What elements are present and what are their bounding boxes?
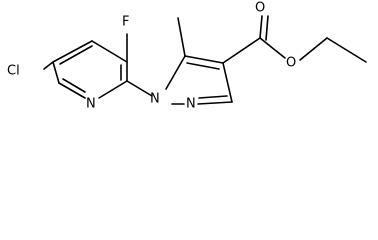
- bond-c5-cl: [43, 61, 54, 70]
- pyridine-ring: [52, 40, 128, 99]
- bond-carbonyl-o-ester: [259, 37, 286, 59]
- bond-c5-methyl: [177, 17, 186, 57]
- chemical-structure: Cl F N N N O O: [7, 1, 367, 112]
- atom-label-n2-pyrazole: N: [186, 97, 196, 112]
- bond-c3-n2-inner: [198, 95, 228, 99]
- bond-c2-n1: [126, 80, 153, 97]
- bond-pyridine-c4-c4-inner: [59, 45, 93, 65]
- bond-carbonyl-o-double-b: [265, 15, 269, 41]
- bond-ch2-ch3: [326, 37, 367, 63]
- atom-label-f: F: [122, 15, 129, 30]
- bond-c4-carbonyl: [222, 37, 261, 64]
- bond-pyridine-c2-n: [98, 80, 128, 99]
- atom-label-n1-pyrazole: N: [150, 92, 160, 107]
- bond-pyridine-n-c6: [58, 82, 86, 99]
- bond-n1-c5: [165, 55, 186, 90]
- bond-pyridine-c6-c5: [52, 61, 60, 84]
- atom-label-cl: Cl: [7, 64, 20, 79]
- bond-c5-c4-inner: [186, 62, 220, 70]
- bond-pyridine-n-c6-inner: [62, 78, 86, 93]
- bond-c5-c4: [184, 55, 224, 64]
- bond-c4-c3: [222, 62, 233, 103]
- bond-pyridine-c4-c3: [91, 40, 128, 63]
- atom-label-n-pyridine: N: [86, 97, 96, 112]
- atom-label-o-carbonyl: O: [255, 1, 265, 16]
- bond-pyridine-c5-c4: [52, 40, 93, 63]
- bond-o-ch2: [299, 37, 328, 61]
- pyrazole-ring: [165, 55, 233, 105]
- bond-c3-n2: [197, 101, 233, 105]
- atom-label-o-ester: O: [286, 56, 296, 71]
- bond-carbonyl-o-double-a: [259, 15, 263, 39]
